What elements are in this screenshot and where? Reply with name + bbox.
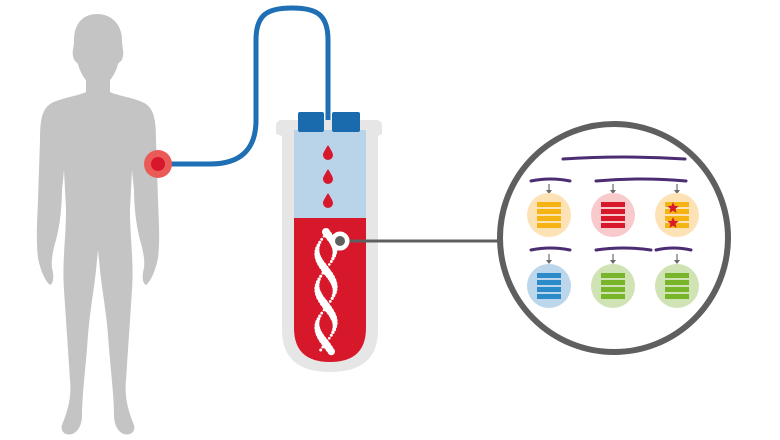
dna-dot [329, 260, 333, 263]
gene-bar [601, 273, 625, 278]
gene-circle [527, 193, 571, 237]
rna-strand [529, 246, 572, 252]
arrow-head [546, 260, 552, 264]
dna-dot [322, 309, 325, 312]
gene-bar [665, 294, 689, 299]
rna-strand [561, 155, 687, 161]
dna-dot [318, 314, 322, 318]
arrow-head [546, 190, 552, 194]
dna-dot [319, 274, 323, 278]
rna-strand [594, 177, 688, 183]
arrow-head [674, 190, 680, 194]
dna-dot [332, 253, 337, 258]
dna-dot [321, 272, 325, 275]
arrow-head [674, 260, 680, 264]
magnified-view [497, 121, 731, 355]
dna-dot [318, 240, 322, 244]
dna-dot [328, 336, 331, 340]
gene-bar [665, 273, 689, 278]
puncture-inner-dot [151, 157, 165, 171]
gene-circle [655, 264, 699, 308]
gene-bar [601, 280, 625, 285]
gene-circle-bg [527, 193, 571, 237]
dna-dot [322, 235, 325, 238]
blood-drop [323, 193, 333, 208]
connector-dot [335, 236, 345, 246]
dna-dot [331, 293, 336, 298]
tube-cap-left [298, 112, 324, 132]
gene-bar [537, 216, 561, 221]
dna-dot [320, 311, 324, 315]
gene-bar [601, 209, 625, 214]
gene-bar [665, 209, 689, 214]
dna-dot [328, 263, 331, 266]
dna-dot [329, 333, 333, 337]
gene-bar [665, 280, 689, 285]
dna-dot [332, 327, 337, 332]
tube-cap-right [332, 112, 360, 132]
gene-bar [537, 209, 561, 214]
dna-dot [328, 300, 332, 303]
dna-dot [331, 256, 335, 261]
gene-bar [601, 216, 625, 221]
gene-circle-bg [655, 193, 699, 237]
gene-bar [601, 287, 625, 292]
gene-bar [665, 287, 689, 292]
dna-dot [332, 290, 337, 295]
gene-circle [527, 264, 571, 308]
dna-dot [327, 347, 335, 356]
blood-drop [323, 169, 333, 184]
mutation-star-icon [667, 217, 679, 228]
gene-circle-bg [655, 264, 699, 308]
test-tube [276, 112, 382, 372]
gene-bar [537, 223, 561, 228]
gene-circle-bg [591, 193, 635, 237]
arrow-head [610, 190, 616, 194]
puncture-site [144, 150, 172, 178]
blood-drop [323, 145, 333, 160]
rna-strands [529, 155, 693, 252]
gene-bar [601, 223, 625, 228]
gene-circle-bg [591, 264, 635, 308]
gene-bar [601, 202, 625, 207]
person-silhouette [36, 14, 160, 435]
gene-bar [537, 280, 561, 285]
gene-bar [665, 216, 689, 221]
dna-helix [314, 228, 338, 356]
dna-dot [330, 296, 334, 300]
gene-circle-bg [527, 264, 571, 308]
gene-circle [655, 193, 699, 237]
dna-dot [320, 238, 324, 241]
gene-bar [601, 294, 625, 299]
gene-bar [537, 202, 561, 207]
rna-strand [594, 246, 653, 252]
dna-dot [317, 277, 321, 281]
gene-circle [591, 264, 635, 308]
blood-draw-tubing [165, 5, 331, 167]
dna-dot [321, 345, 325, 349]
tube-blood [294, 218, 366, 362]
gene-bar [537, 287, 561, 292]
gene-bar [665, 202, 689, 207]
rna-strand [529, 177, 572, 183]
gene-bar [537, 294, 561, 299]
expression-arrows [546, 184, 680, 264]
person-body [36, 14, 160, 435]
gene-circles [527, 193, 699, 308]
mutation-star-icon [667, 202, 679, 213]
dna-dot [319, 348, 323, 352]
gene-circle [591, 193, 635, 237]
blood-drops [323, 145, 333, 208]
arrow-head [610, 260, 616, 264]
dna-dot [331, 330, 335, 334]
gene-bar [537, 273, 561, 278]
gene-bar [665, 223, 689, 228]
rna-strand [654, 246, 693, 252]
